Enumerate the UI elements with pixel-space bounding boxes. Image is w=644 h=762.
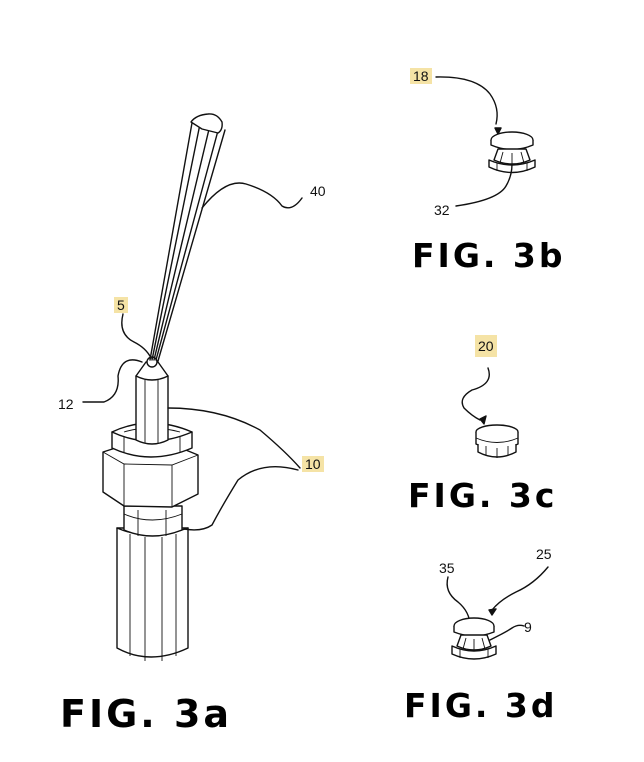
ref-label-25: 25 (536, 546, 552, 562)
caption-fig-3a: FIG. 3a (60, 692, 233, 736)
ref-label-5: 5 (114, 297, 128, 313)
ref-label-32: 32 (434, 202, 450, 218)
ref-label-18: 18 (410, 68, 432, 84)
ref-label-12: 12 (58, 396, 74, 412)
ref-label-9: 9 (524, 619, 532, 635)
caption-fig-3d: FIG. 3d (404, 686, 558, 725)
caption-fig-3b: FIG. 3b (412, 236, 566, 275)
leader-10 (167, 407, 301, 469)
caption-fig-3c: FIG. 3c (408, 476, 558, 515)
leader-5 (121, 313, 152, 359)
leader-12 (82, 359, 143, 403)
leader-9 (489, 624, 525, 641)
fig3d-part (446, 566, 549, 660)
lower-body (116, 527, 189, 661)
fig3b-part (435, 76, 536, 207)
fiber-bundle (149, 113, 226, 362)
leader-10-lower (183, 465, 299, 531)
fig3c-part (461, 367, 519, 458)
ref-label-35: 35 (439, 560, 455, 576)
ref-label-10: 10 (302, 456, 324, 472)
ref-label-20: 20 (475, 335, 497, 357)
ref-label-40: 40 (310, 183, 326, 199)
leader-20 (461, 367, 490, 421)
collar (123, 505, 183, 537)
leader-32 (455, 163, 513, 207)
leader-40 (201, 182, 303, 209)
probe-shaft (135, 356, 169, 445)
leader-25 (491, 566, 549, 611)
fig3a-assembly (82, 113, 303, 661)
leader-18 (435, 76, 498, 125)
